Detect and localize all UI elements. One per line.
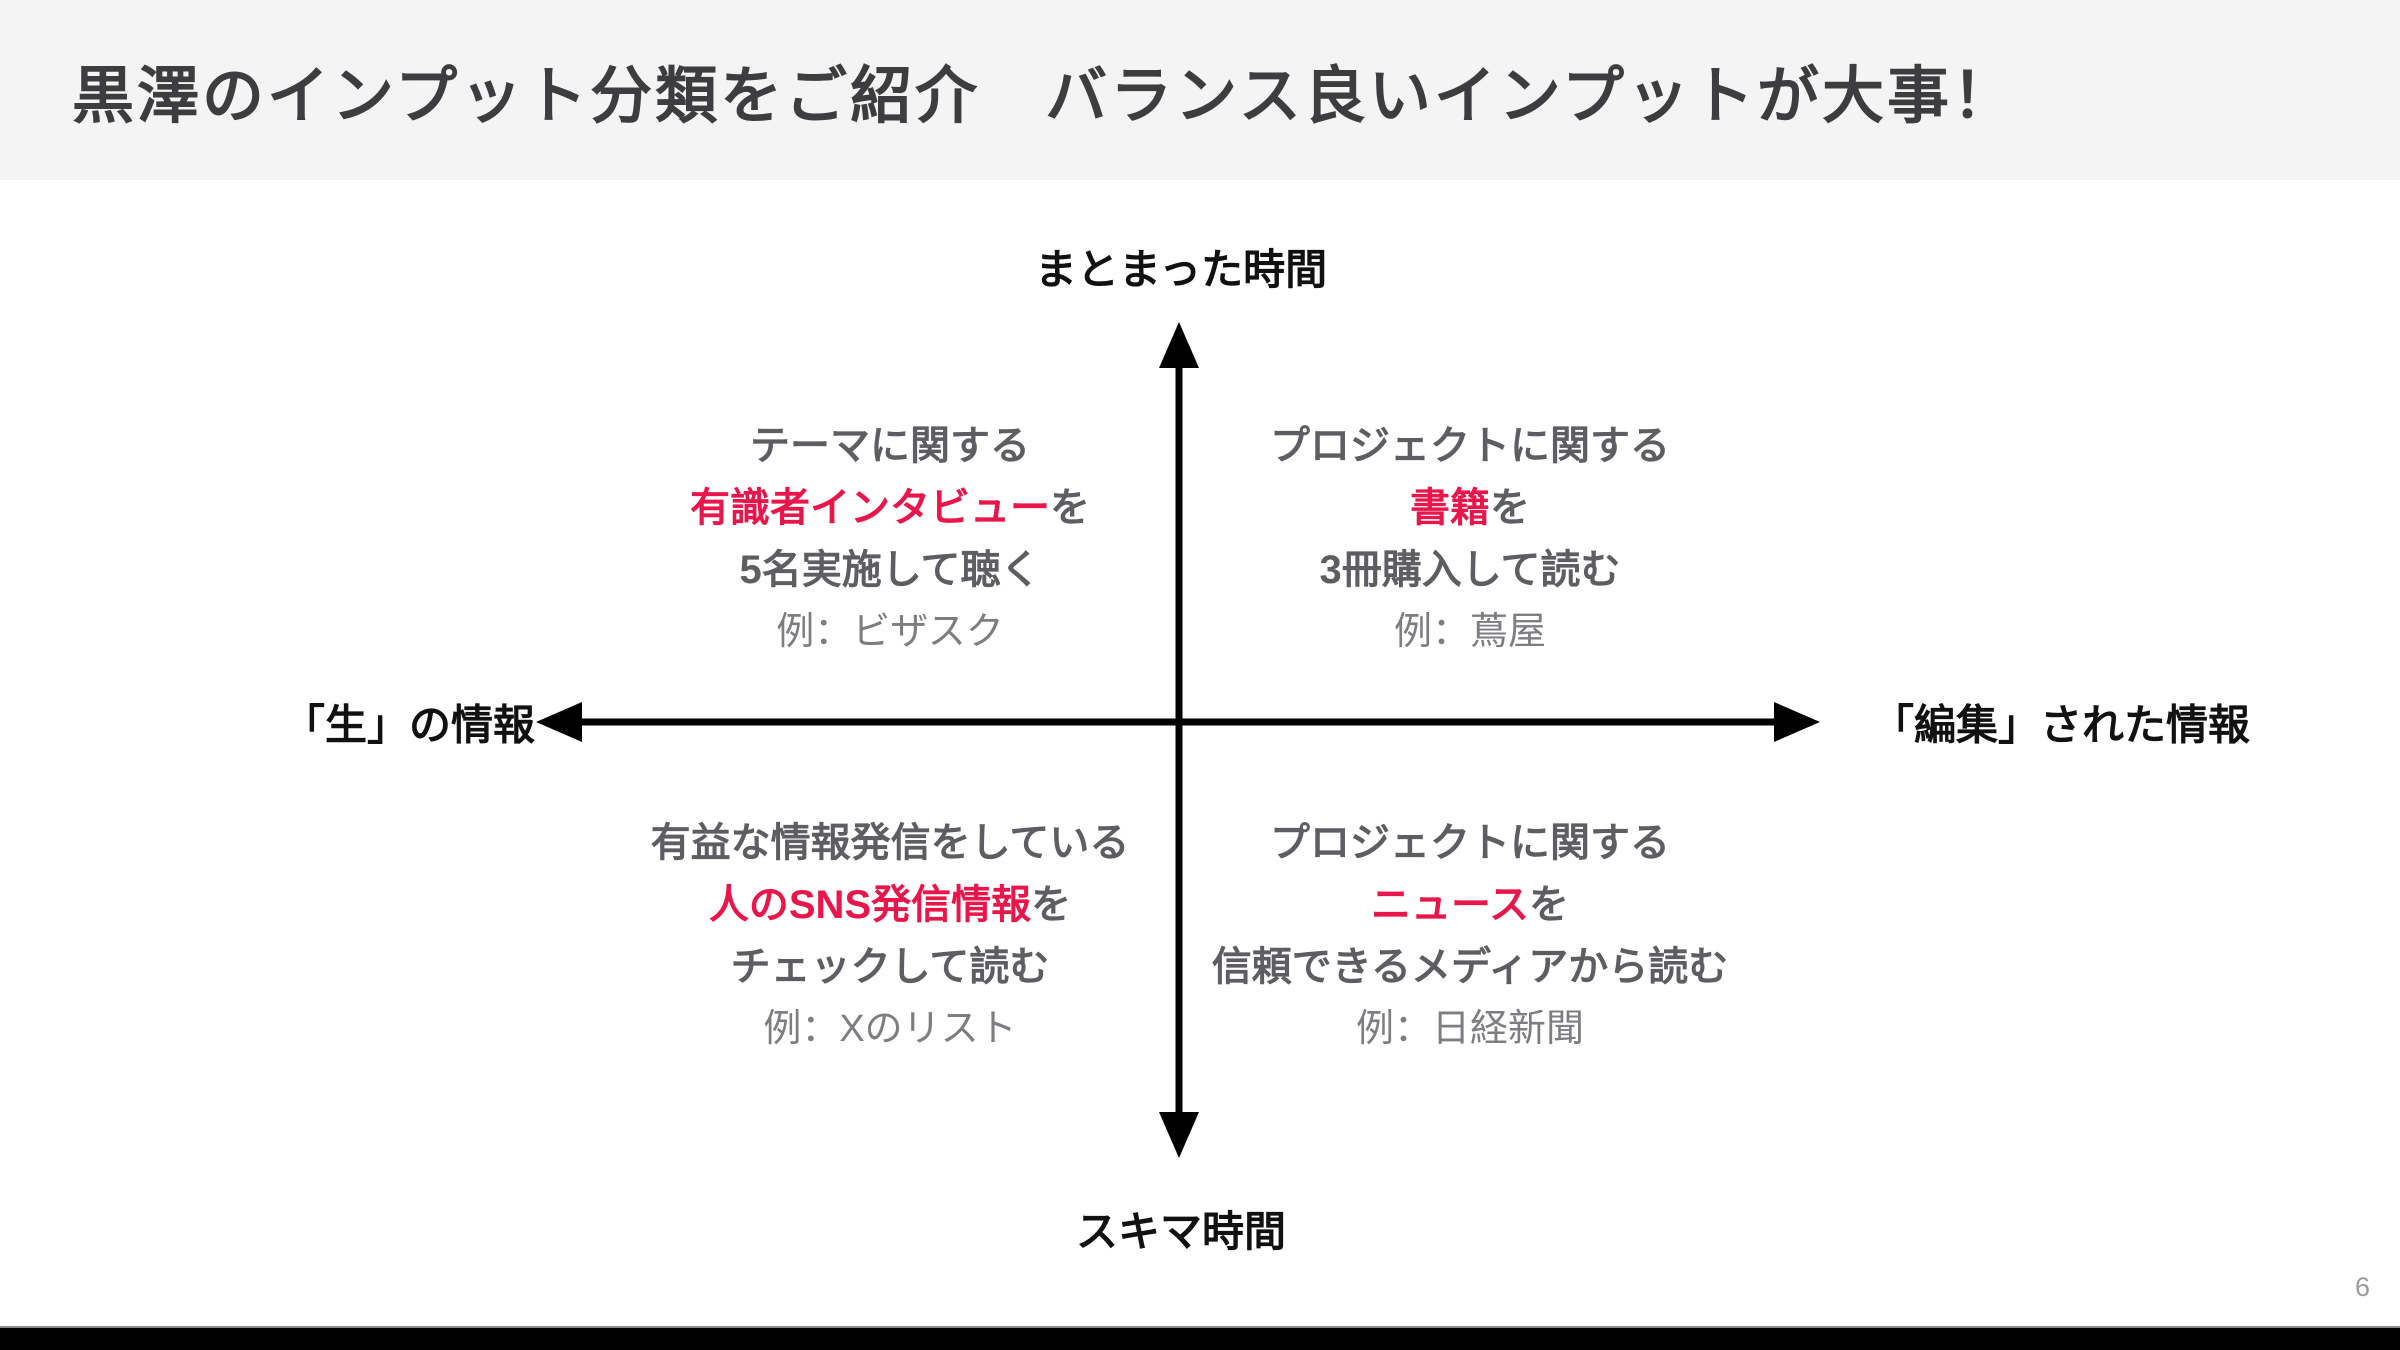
quadrant-top-left: テーマに関する 有識者インタビューを 5名実施して聴く 例：ビザスク — [570, 415, 1210, 663]
quadrant-text-line: ニュースを — [1150, 874, 1790, 936]
quadrant-bottom-right: プロジェクトに関する ニュースを 信頼できるメディアから読む 例：日経新聞 — [1150, 812, 1790, 1060]
arrow-left-icon — [536, 702, 582, 742]
highlight-keyword: 書籍 — [1410, 486, 1490, 530]
quadrant-text-line: 人のSNS発信情報を — [570, 874, 1210, 936]
slide-header: 黒澤のインプット分類をご紹介 バランス良いインプットが大事！ — [0, 0, 2400, 180]
arrow-right-icon — [1774, 702, 1820, 742]
quadrant-text-line: 有識者インタビューを — [570, 477, 1210, 539]
quadrant-example: 例：Xのリスト — [763, 1008, 1017, 1050]
quadrant-text-particle: を — [1031, 883, 1072, 927]
axis-label-top: まとまった時間 — [1034, 246, 1328, 293]
quadrant-text-line: 有益な情報発信をしている — [650, 821, 1130, 865]
footer-bar — [0, 1326, 2400, 1350]
quadrant-text-line: テーマに関する — [750, 424, 1030, 468]
arrow-up-icon — [1159, 322, 1199, 368]
quadrant-text-particle: を — [1529, 883, 1569, 927]
quadrant-text-line: プロジェクトに関する — [1270, 821, 1670, 865]
axis-label-left: 「生」の情報 — [283, 701, 536, 749]
quadrant-example: 例：ビザスク — [776, 611, 1004, 653]
quadrant-bottom-left: 有益な情報発信をしている 人のSNS発信情報を チェックして読む 例：Xのリスト — [570, 812, 1210, 1060]
page-number: 6 — [2354, 1272, 2370, 1302]
quadrant-top-right: プロジェクトに関する 書籍を 3冊購入して読む 例：蔦屋 — [1150, 415, 1790, 663]
quadrant-example: 例：蔦屋 — [1393, 611, 1546, 653]
highlight-keyword: 有識者インタビュー — [690, 486, 1050, 530]
quadrant-text-line: 書籍を — [1150, 477, 1790, 539]
quadrant-text-line: チェックして読む — [730, 945, 1050, 989]
axis-label-bottom: スキマ時間 — [1075, 1208, 1287, 1255]
quadrant-text-line: プロジェクトに関する — [1270, 424, 1670, 468]
slide-title: 黒澤のインプット分類をご紹介 バランス良いインプットが大事！ — [72, 62, 2018, 131]
quadrant-text-line: 3冊購入して読む — [1319, 548, 1621, 592]
highlight-keyword: ニュース — [1371, 883, 1529, 927]
axis-label-right: 「編集」された情報 — [1872, 701, 2251, 749]
quadrant-example: 例：日経新聞 — [1355, 1008, 1584, 1050]
quadrant-text-line: 信頼できるメディアから読む — [1211, 945, 1729, 989]
quadrant-text-particle: を — [1490, 486, 1530, 530]
quadrant-text-particle: を — [1050, 486, 1090, 530]
arrow-down-icon — [1159, 1112, 1199, 1158]
highlight-keyword: 人のSNS発信情報 — [708, 883, 1032, 927]
quadrant-text-line: 5名実施して聴く — [739, 548, 1041, 592]
